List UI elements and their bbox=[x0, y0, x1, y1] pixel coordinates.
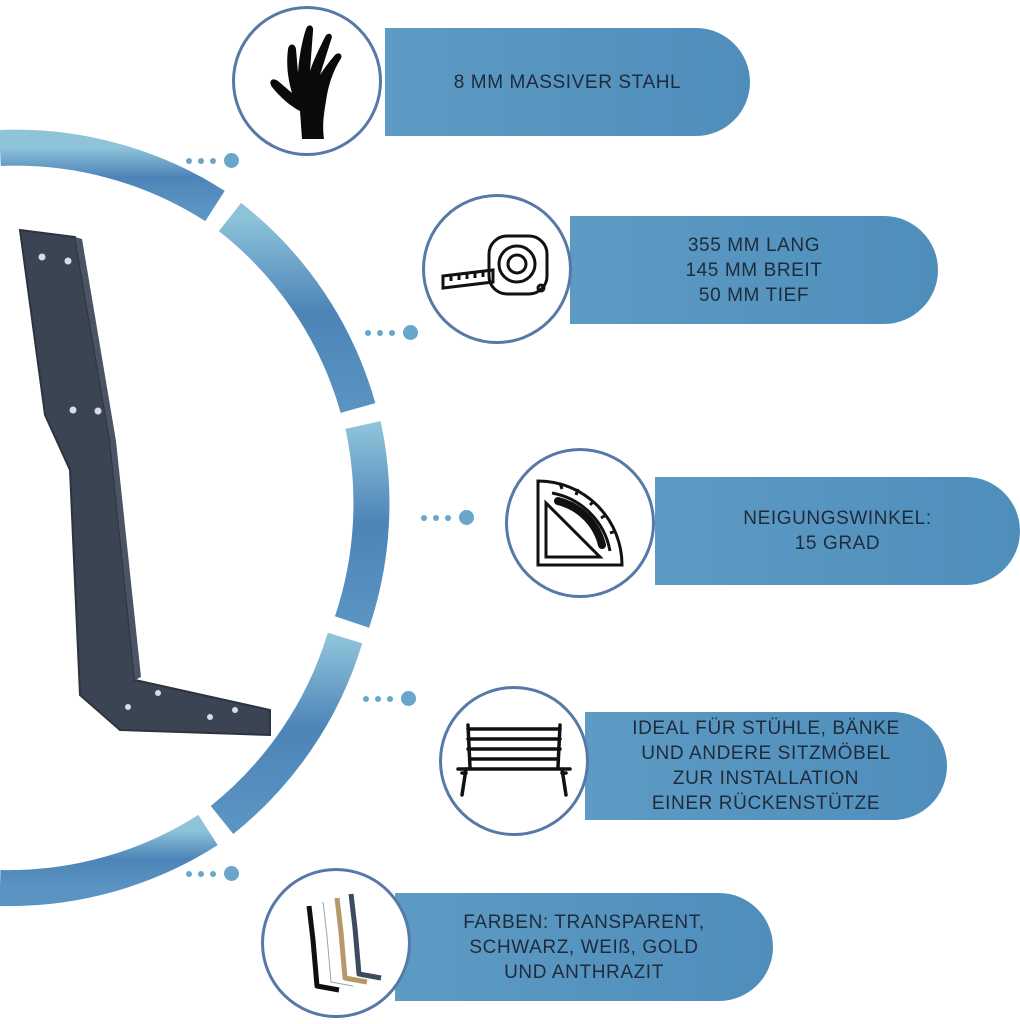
arc-segment-4 bbox=[210, 632, 363, 835]
connector-dots bbox=[186, 866, 239, 881]
feature-line: UND ANDERE SITZMÖBEL bbox=[641, 743, 891, 764]
feature-text-steel: 8 MM MASSIVER STAHL bbox=[432, 70, 703, 95]
feature-text-colors: FARBEN: TRANSPARENT, SCHWARZ, WEIß, GOLD… bbox=[441, 910, 726, 985]
arc-segment-1 bbox=[0, 129, 225, 222]
bench-icon bbox=[456, 723, 572, 797]
bracket-hole bbox=[232, 707, 238, 713]
bracket-hole bbox=[125, 704, 131, 710]
feature-circle-angle bbox=[505, 448, 655, 598]
feature-line: 8 MM MASSIVER STAHL bbox=[453, 71, 682, 93]
arc-segment-3 bbox=[334, 421, 390, 628]
feature-line: EINER RÜCKENSTÜTZE bbox=[651, 793, 881, 814]
feature-line: 355 MM LANG bbox=[687, 234, 821, 256]
feature-circle-steel bbox=[232, 6, 382, 156]
connector-dots bbox=[363, 691, 416, 706]
feature-line: FARBEN: TRANSPARENT, bbox=[463, 911, 705, 933]
bracket-hole bbox=[38, 253, 46, 261]
feature-text-size: 355 MM LANG 145 MM BREIT 50 MM TIEF bbox=[663, 233, 844, 308]
protractor-icon bbox=[536, 479, 624, 567]
feature-line: UND ANTHRAZIT bbox=[504, 961, 664, 983]
tape-measure-icon bbox=[441, 234, 549, 296]
arc-segment-2 bbox=[218, 202, 376, 414]
bracket-hole bbox=[207, 714, 213, 720]
connector-dots bbox=[421, 510, 474, 525]
feature-pill-angle: NEIGUNGSWINKEL: 15 GRAD bbox=[655, 477, 1020, 585]
feature-line: SCHWARZ, WEIß, GOLD bbox=[469, 936, 699, 958]
feature-pill-use: IDEAL FÜR STÜHLE, BÄNKE UND ANDERE SITZM… bbox=[585, 712, 947, 820]
feature-circle-use bbox=[439, 686, 589, 836]
bracket-image bbox=[18, 228, 271, 737]
feature-circle-colors bbox=[261, 868, 411, 1018]
feature-text-angle: NEIGUNGSWINKEL: 15 GRAD bbox=[721, 506, 953, 556]
bracket-hole bbox=[94, 407, 102, 415]
feature-pill-steel: 8 MM MASSIVER STAHL bbox=[385, 28, 750, 136]
feature-circle-size bbox=[422, 194, 572, 344]
feature-line: 50 MM TIEF bbox=[698, 284, 810, 306]
connector-dots bbox=[365, 325, 418, 340]
feature-line: ZUR INSTALLATION bbox=[672, 768, 860, 789]
connector-dots bbox=[186, 153, 239, 168]
hand-icon bbox=[270, 25, 342, 139]
feature-line: IDEAL FÜR STÜHLE, BÄNKE bbox=[632, 718, 900, 739]
feature-text-use: IDEAL FÜR STÜHLE, BÄNKE UND ANDERE SITZM… bbox=[610, 716, 922, 816]
colored-brackets-icon bbox=[306, 893, 382, 993]
feature-line: 145 MM BREIT bbox=[685, 259, 823, 281]
bracket-hole bbox=[64, 257, 72, 265]
bracket-hole bbox=[69, 406, 77, 414]
feature-line: NEIGUNGSWINKEL: bbox=[743, 508, 932, 529]
feature-line: 15 GRAD bbox=[794, 533, 881, 554]
arc-segment-5 bbox=[0, 814, 218, 907]
feature-pill-size: 355 MM LANG 145 MM BREIT 50 MM TIEF bbox=[570, 216, 938, 324]
feature-pill-colors: FARBEN: TRANSPARENT, SCHWARZ, WEIß, GOLD… bbox=[395, 893, 773, 1001]
bracket-hole bbox=[155, 690, 161, 696]
